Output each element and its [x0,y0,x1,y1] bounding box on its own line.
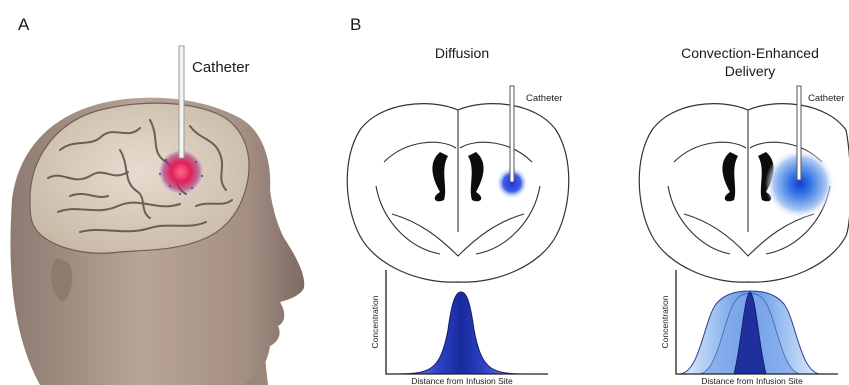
ced-title-line1: Convection-Enhanced [681,45,819,61]
diffusion-curve [392,292,530,374]
ced-ylabel: Concentration [660,295,670,348]
diffusion-plot [386,270,548,374]
ced-plot [676,270,838,374]
catheter-label-a: Catheter [192,59,250,76]
catheter-a [179,46,184,158]
head-illustration [10,46,304,385]
panel-a-label: A [18,15,30,34]
diffusion-ylabel: Concentration [370,295,380,348]
ced-title-line2: Delivery [725,63,776,79]
ced-catheter-label: Catheter [808,93,844,104]
ced-catheter [797,86,801,180]
diffusion-catheter-label: Catheter [526,93,562,104]
ced-xlabel: Distance from Infusion Site [701,376,803,385]
diffusion-title: Diffusion [435,45,489,61]
diffusion-brain-section [347,104,569,283]
diffusion-xlabel: Distance from Infusion Site [411,376,513,385]
panel-b-label: B [350,15,361,34]
diffusion-catheter [510,86,514,182]
